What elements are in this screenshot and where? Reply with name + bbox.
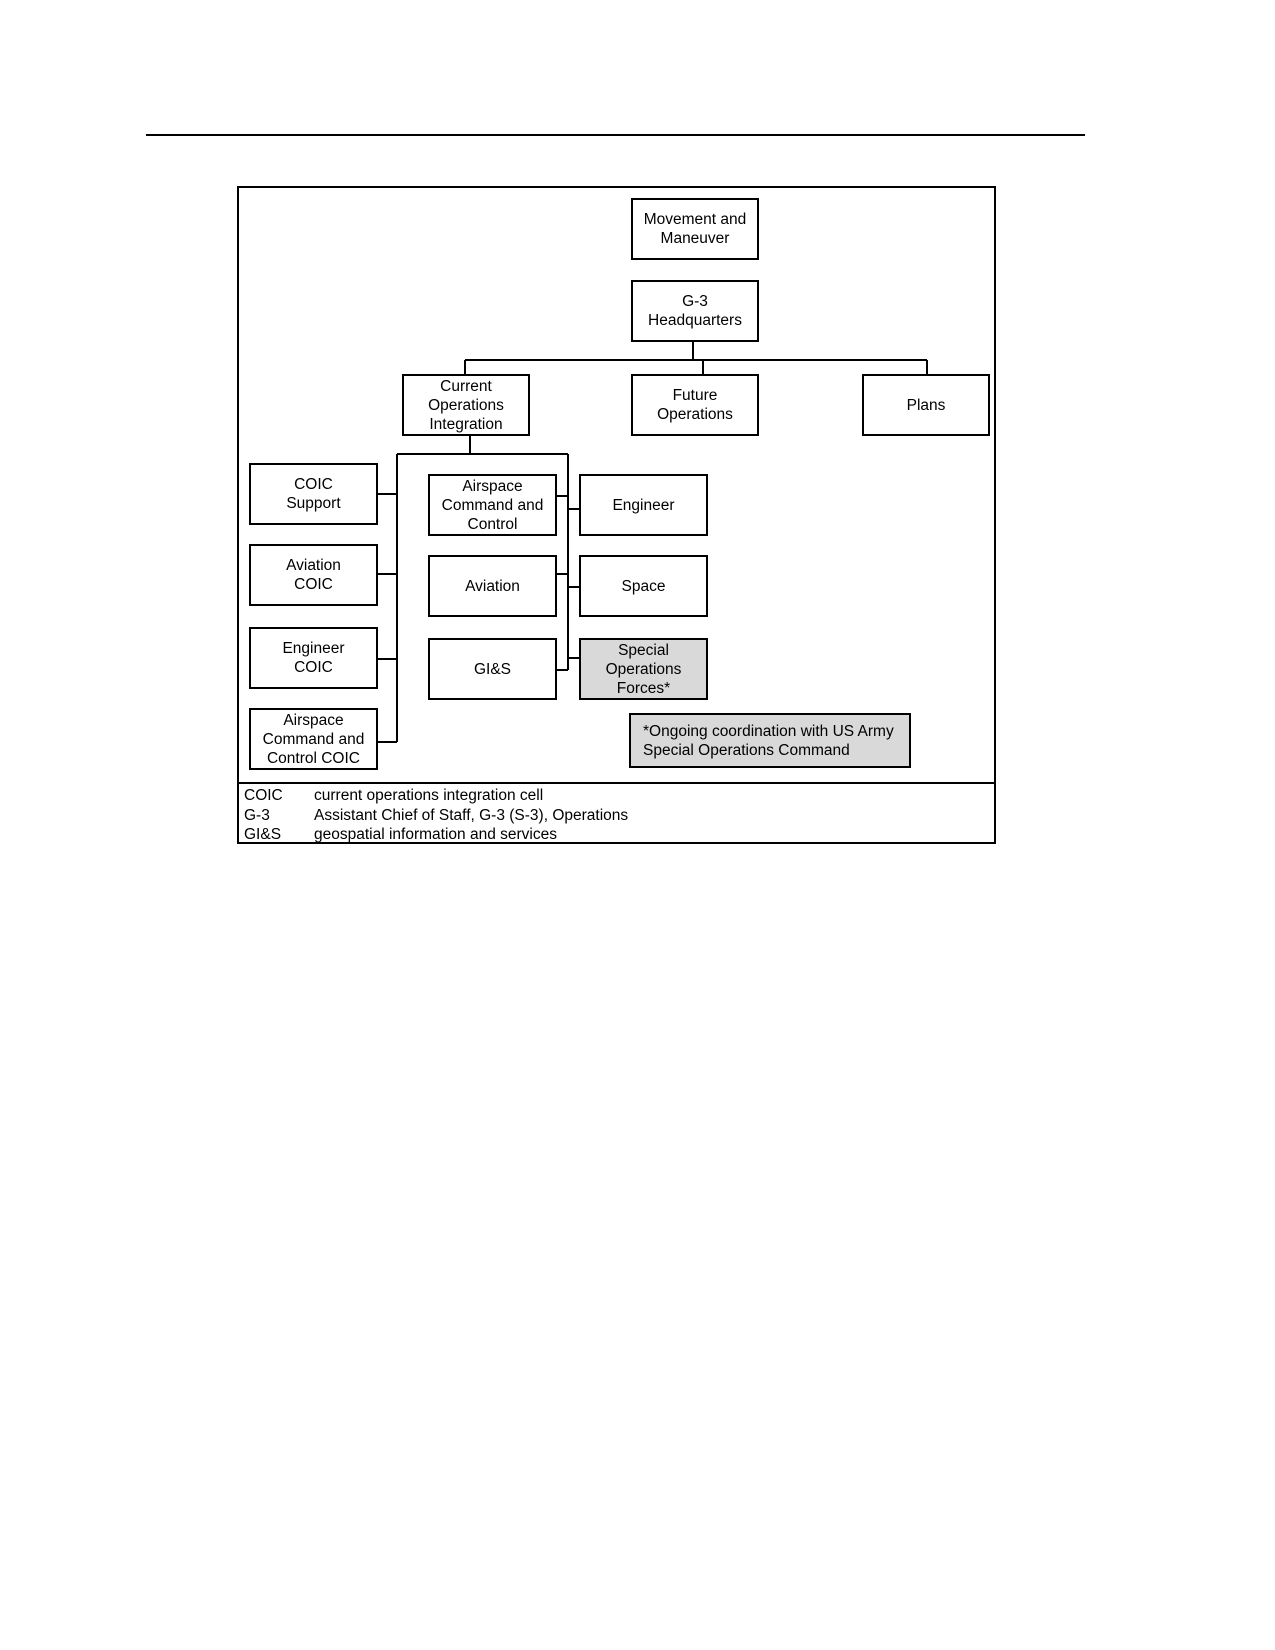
- legend-term: COIC: [244, 787, 283, 804]
- legend-term: GI&S: [244, 826, 282, 843]
- node-space: Space: [579, 555, 708, 617]
- node-engineer-coic: Engineer COIC: [249, 627, 378, 689]
- page-header-rule: [146, 134, 1085, 136]
- legend-definition: geospatial information and services: [314, 826, 557, 843]
- legend-row: COIC current operations integration cell: [244, 786, 628, 806]
- legend-definition: current operations integration cell: [314, 787, 544, 804]
- legend-row: GI&S geospatial information and services: [244, 825, 628, 845]
- node-future-operations: Future Operations: [631, 374, 759, 436]
- node-gis: GI&S: [428, 638, 557, 700]
- node-plans: Plans: [862, 374, 990, 436]
- legend-term: G-3: [244, 806, 270, 824]
- node-aviation-coic: Aviation COIC: [249, 544, 378, 606]
- node-coic-support: COIC Support: [249, 463, 378, 525]
- legend-row: G-3 Assistant Chief of Staff, G-3 (S-3),…: [244, 806, 628, 826]
- node-airspace-command-control: Airspace Command and Control: [428, 474, 557, 536]
- node-aviation: Aviation: [428, 555, 557, 617]
- diagram-frame: [237, 186, 996, 844]
- node-engineer: Engineer: [579, 474, 708, 536]
- node-airspace-command-control-coic: Airspace Command and Control COIC: [249, 708, 378, 770]
- node-movement-maneuver: Movement and Maneuver: [631, 198, 759, 260]
- legend-definition: Assistant Chief of Staff, G-3 (S-3), Ope…: [314, 806, 629, 824]
- node-current-operations-integration: Current Operations Integration: [402, 374, 530, 436]
- node-g3-headquarters: G-3 Headquarters: [631, 280, 759, 342]
- legend-separator: [237, 782, 996, 784]
- legend: COIC current operations integration cell…: [244, 786, 628, 845]
- coordination-note: *Ongoing coordination with US Army Speci…: [629, 713, 911, 768]
- node-special-operations-forces: Special Operations Forces*: [579, 638, 708, 700]
